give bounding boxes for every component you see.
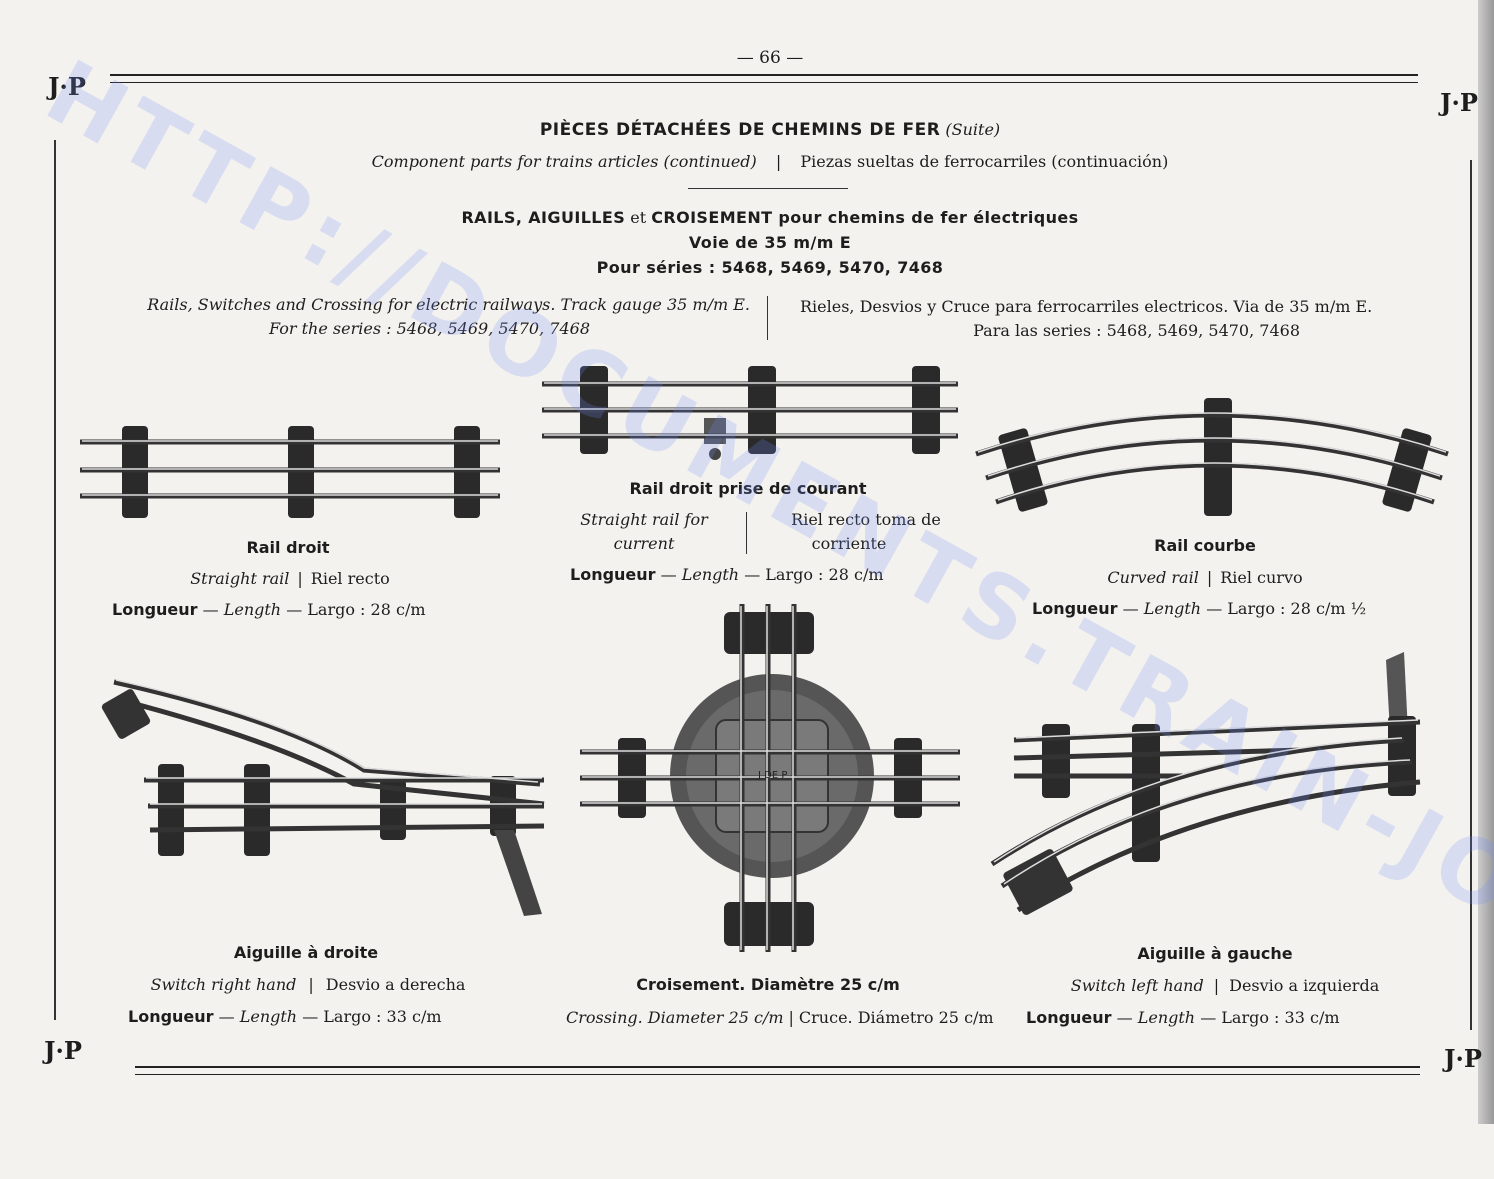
section-es-line1: Rieles, Desvios y Cruce para ferrocarril… <box>800 297 1373 316</box>
rail-courbe-len-fr: Longueur <box>1032 599 1118 618</box>
aiguille-droite-es: Desvio a derecha <box>325 975 466 994</box>
aiguille-gauche-translations: Switch left hand|Desvio a izquierda <box>1070 976 1380 995</box>
rail-courbe-translations: Curved rail|Riel curvo <box>1107 568 1303 587</box>
aiguille-gauche-len-fr: Longueur <box>1026 1008 1112 1027</box>
rail-courbe-len-en: Length <box>1143 599 1202 618</box>
logo-top-left: J·P <box>48 72 86 101</box>
rail-prise-length: Longueur — Length — Largo : 28 c/m <box>570 565 884 584</box>
section-divider <box>767 296 768 340</box>
section-title-line1: RAILS, AIGUILLES et CROISEMENT pour chem… <box>300 208 1240 227</box>
curved-rail-illustration <box>975 398 1449 516</box>
rail-prise-es-line1: Riel recto toma de <box>791 510 941 529</box>
page-edge <box>1478 0 1494 1124</box>
rail-courbe-es: Riel curvo <box>1220 568 1303 587</box>
section-title-croisement: CROISEMENT pour chemins de fer électriqu… <box>651 208 1079 227</box>
right-border <box>1470 160 1472 1030</box>
bottom-rule <box>135 1066 1420 1075</box>
short-divider <box>688 188 848 189</box>
page-number: — 66 — <box>736 48 804 68</box>
rail-droit-es: Riel recto <box>310 569 390 588</box>
logo-bottom-left: J·P <box>44 1036 82 1065</box>
header-subtitle-line: Component parts for trains articles (con… <box>371 152 1169 171</box>
crossing-illustration: J DE P <box>580 604 960 952</box>
section-title-gauge: Voie de 35 m/m E <box>688 233 852 252</box>
rail-droit-title: Rail droit <box>246 538 330 557</box>
rail-droit-len-en: Length <box>223 600 282 619</box>
left-border <box>54 140 56 1020</box>
section-title-series: Pour séries : 5468, 5469, 5470, 7468 <box>596 258 944 277</box>
aiguille-gauche-es: Desvio a izquierda <box>1229 976 1380 995</box>
header-subtitle-es: Piezas sueltas de ferrocarriles (continu… <box>800 152 1169 171</box>
croisement-translations: Crossing. Diameter 25 c/m|Cruce. Diámetr… <box>566 1008 994 1027</box>
aiguille-gauche-len-en: Length <box>1137 1008 1196 1027</box>
logo-top-right: J·P <box>1440 88 1478 117</box>
rail-droit-len-fr: Longueur <box>112 600 198 619</box>
logo-bottom-right: J·P <box>1444 1044 1482 1073</box>
aiguille-droite-len-es: Largo : 33 c/m <box>323 1007 442 1026</box>
rail-prise-es-line2: corriente <box>811 534 887 553</box>
rail-prise-len-es: Largo : 28 c/m <box>765 565 884 584</box>
rail-droit-length: Longueur — Length — Largo : 28 c/m <box>112 600 426 619</box>
rail-courbe-title: Rail courbe <box>1154 536 1256 555</box>
croisement-es: Cruce. Diámetro 25 c/m <box>798 1008 994 1027</box>
rail-droit-len-es: Largo : 28 c/m <box>307 600 426 619</box>
rail-droit-translations: Straight rail|Riel recto <box>190 569 390 588</box>
rail-prise-len-fr: Longueur <box>570 565 656 584</box>
header-title: PIÈCES DÉTACHÉES DE CHEMINS DE FER <box>539 120 941 140</box>
section-title-et: et <box>625 208 652 227</box>
section-en-line1: Rails, Switches and Crossing for electri… <box>147 295 750 314</box>
aiguille-droite-len-en: Length <box>239 1007 298 1026</box>
aiguille-droite-title: Aiguille à droite <box>233 943 379 962</box>
aiguille-gauche-len-es: Largo : 33 c/m <box>1221 1008 1340 1027</box>
crossing-plate-text: J DE P <box>757 770 787 781</box>
croisement-title: Croisement. Diamètre 25 c/m <box>636 975 900 994</box>
aiguille-droite-translations: Switch right hand|Desvio a derecha <box>150 975 466 994</box>
rail-prise-en-line2: current <box>613 534 675 553</box>
current-rail-illustration <box>542 366 958 460</box>
top-rule <box>110 74 1418 83</box>
section-en-line2: For the series : 5468, 5469, 5470, 7468 <box>269 319 590 338</box>
straight-rail-illustration <box>80 426 500 518</box>
header-title-suffix: (Suite) <box>945 120 1001 139</box>
section-es-line2: Para las series : 5468, 5469, 5470, 7468 <box>973 321 1300 340</box>
rail-prise-title: Rail droit prise de courant <box>629 479 867 498</box>
croisement-en: Crossing. Diameter 25 c/m <box>566 1008 784 1027</box>
rail-courbe-len-es: Largo : 28 c/m ½ <box>1227 599 1367 618</box>
header-subtitle-en: Component parts for trains articles (con… <box>371 152 757 171</box>
rail-courbe-en: Curved rail <box>1107 568 1199 587</box>
aiguille-gauche-length: Longueur — Length — Largo : 33 c/m <box>1026 1008 1340 1027</box>
aiguille-gauche-title: Aiguille à gauche <box>1137 944 1293 963</box>
rail-droit-en: Straight rail <box>190 569 290 588</box>
left-switch-illustration <box>990 652 1421 915</box>
rail-prise-en-line1: Straight rail for <box>580 510 708 529</box>
aiguille-droite-length: Longueur — Length — Largo : 33 c/m <box>128 1007 442 1026</box>
aiguille-droite-en: Switch right hand <box>150 975 297 994</box>
header-title-line: PIÈCES DÉTACHÉES DE CHEMINS DE FER (Suit… <box>300 120 1240 140</box>
section-title-rails: RAILS, AIGUILLES <box>461 208 626 227</box>
rail-prise-divider <box>746 512 747 554</box>
aiguille-droite-len-fr: Longueur <box>128 1007 214 1026</box>
rail-prise-len-en: Length <box>681 565 740 584</box>
rail-courbe-length: Longueur — Length — Largo : 28 c/m ½ <box>1032 599 1367 618</box>
aiguille-gauche-en: Switch left hand <box>1070 976 1204 995</box>
right-switch-illustration <box>101 679 545 916</box>
